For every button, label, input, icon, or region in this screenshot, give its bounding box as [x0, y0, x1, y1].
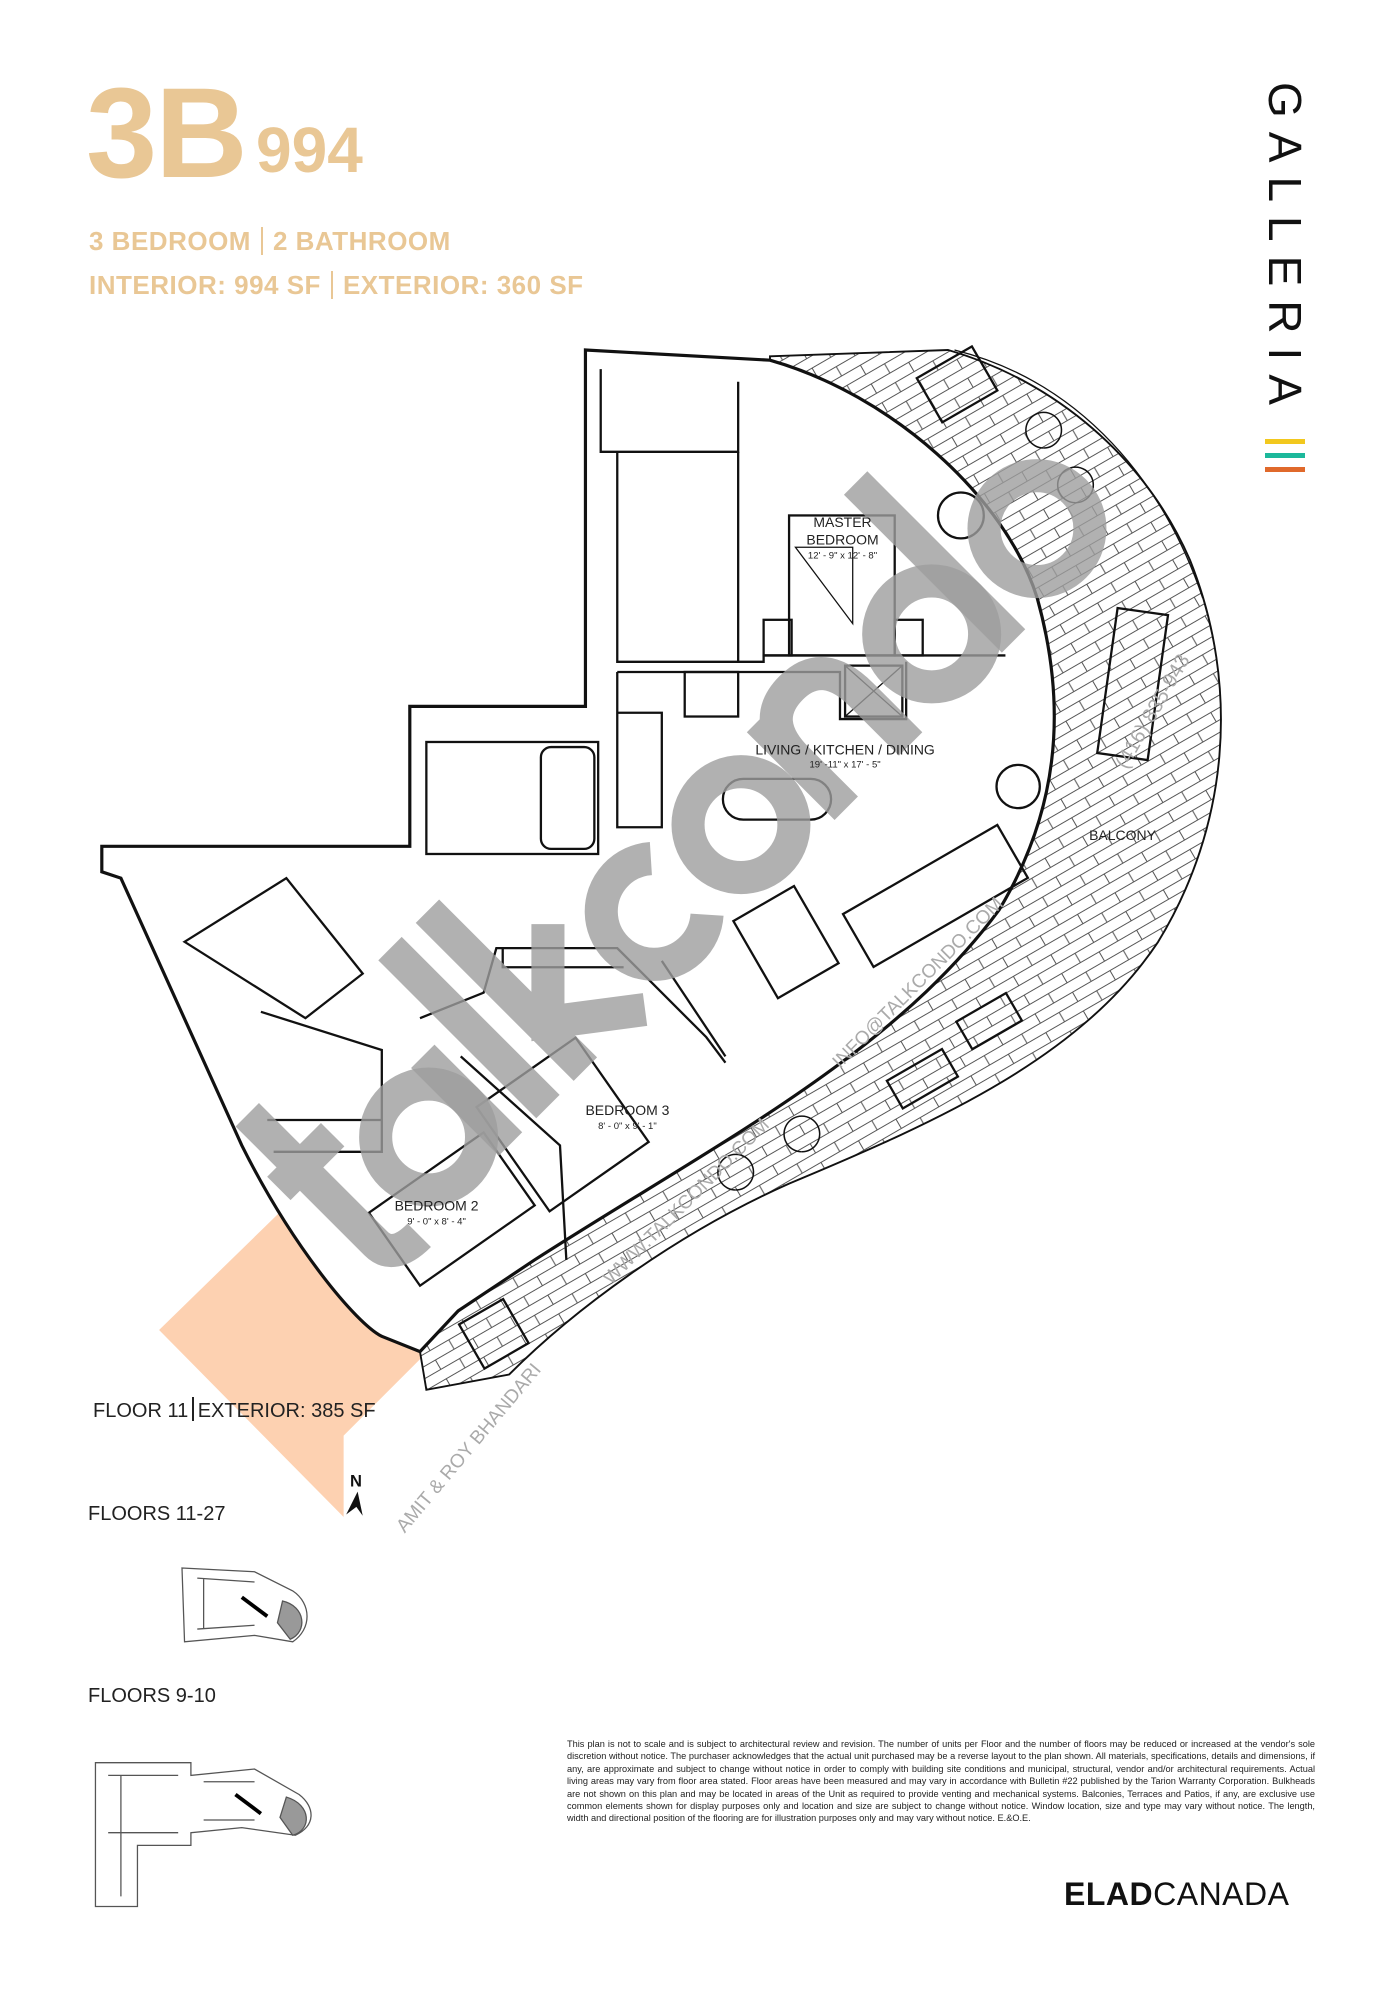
interior-area: INTERIOR: 994 SF	[89, 270, 321, 300]
room-count: 3 BEDROOM 2 BATHROOM	[89, 226, 451, 257]
living-label: LIVING / KITCHEN / DINING	[755, 742, 935, 758]
watermark-logo-letter-t	[235, 1103, 431, 1268]
divider	[260, 227, 263, 255]
watermark-agent: AMIT & ROY BHANDARI	[392, 1360, 545, 1537]
galleria-wordmark: GALLERIA	[1259, 82, 1311, 419]
watermark-logo-letter-a-stem	[411, 1044, 523, 1156]
floor-exterior-area: EXTERIOR: 385 SF	[197, 1400, 376, 1422]
keyplan-floors-9-10	[94, 1762, 312, 1908]
watermark-logo-letter-k	[415, 899, 648, 1081]
logo-bold: ELAD	[1064, 1876, 1154, 1912]
master-bedroom-label: MASTER	[813, 514, 871, 530]
bedroom2-dims: 9' - 0" x 8' - 4"	[407, 1216, 466, 1227]
bedroom-count: 3 BEDROOM	[89, 226, 251, 256]
floor-exterior-note: FLOOR 11 EXTERIOR: 385 SF	[93, 1397, 376, 1423]
unit-size-number: 994	[256, 114, 363, 186]
bathroom-count: 2 BATHROOM	[272, 226, 451, 256]
watermark-logo-letter-o2	[967, 459, 1107, 599]
keyplan-label-floors-11-27: FLOORS 11-27	[88, 1503, 226, 1525]
area-summary: INTERIOR: 994 SF EXTERIOR: 360 SF	[89, 270, 584, 301]
keyplan-floors-11-27	[181, 1567, 308, 1643]
bedroom3-label: BEDROOM 3	[585, 1102, 669, 1118]
balcony-label: BALCONY	[1089, 827, 1157, 843]
master-bedroom-label-2: BEDROOM	[806, 532, 878, 548]
watermark-logo-letter-l	[378, 936, 560, 1119]
divider	[192, 1397, 194, 1421]
watermark-logo-letter-d-stem	[843, 471, 1026, 653]
north-label: N	[350, 1472, 362, 1491]
floor-label: FLOOR 11	[93, 1400, 189, 1422]
disclaimer: This plan is not to scale and is subject…	[567, 1739, 1315, 1824]
watermark-logo-letter-n	[746, 657, 923, 820]
watermark-logo-letter-o	[671, 755, 811, 895]
keyplan-label-floors-9-10: FLOORS 9-10	[88, 1685, 216, 1707]
master-bedroom-dims: 12' - 9" x 12' - 8"	[808, 551, 877, 562]
logo-bar-teal	[1265, 453, 1305, 458]
watermark-logo	[235, 459, 1107, 1268]
living-dims: 19' -11" x 17' - 5"	[809, 759, 880, 770]
bedroom3-dims: 8' - 0" x 9' - 1"	[598, 1121, 657, 1132]
bedroom2-label: BEDROOM 2	[395, 1197, 479, 1213]
logo-light: CANADA	[1153, 1876, 1290, 1912]
logo-bar-yellow	[1265, 439, 1305, 444]
exterior-area: EXTERIOR: 360 SF	[342, 270, 584, 300]
galleria-logo: GALLERIA	[1259, 82, 1311, 472]
elad-canada-logo: ELADCANADA	[1064, 1876, 1289, 1913]
logo-bar-orange	[1265, 467, 1305, 472]
divider	[330, 271, 333, 299]
watermark-logo-letter-c	[584, 842, 724, 981]
north-arrow-icon	[346, 1491, 363, 1516]
unit-outline	[100, 348, 1056, 1354]
unit-code: 3B	[86, 62, 248, 205]
